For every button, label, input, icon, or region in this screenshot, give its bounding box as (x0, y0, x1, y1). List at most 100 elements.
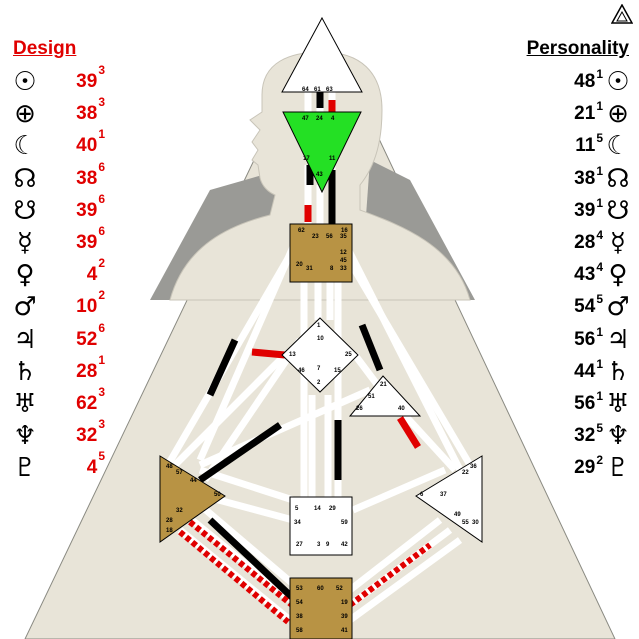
heart-center (348, 375, 422, 417)
saturn-icon: ♄ (13, 356, 37, 387)
design-line: 5 (98, 449, 105, 464)
gate-label: 45 (340, 258, 347, 264)
gate-label: 27 (296, 542, 303, 548)
gate-label: 25 (345, 352, 352, 358)
gate-label: 12 (340, 250, 347, 256)
ajna-center (282, 111, 362, 194)
venus-icon: ♀ (15, 260, 35, 291)
personality-line: 5 (596, 292, 603, 307)
design-gate: 28 (76, 360, 98, 382)
personality-gate: 29 (574, 457, 596, 479)
design-line: 3 (98, 63, 105, 77)
gate-label: 38 (296, 614, 303, 620)
saturn-icon: ♄ (606, 356, 630, 387)
gate-label: 34 (294, 520, 301, 526)
spleen-center (159, 455, 226, 543)
gate-label: 9 (326, 542, 330, 548)
design-gate: 52 (76, 328, 98, 350)
personality-gate: 44 (574, 360, 596, 382)
red-striped-channels (178, 519, 432, 625)
personality-line: 1 (596, 324, 603, 339)
design-gate: 4 (86, 264, 98, 286)
gate-label: 39 (341, 614, 348, 620)
gate-label: 47 (302, 116, 309, 122)
mercury-icon: ☿ (17, 228, 33, 258)
personality-line: 5 (596, 421, 603, 436)
design-gate: 39 (76, 232, 98, 253)
gate-label: 1 (317, 323, 321, 329)
g-center (281, 317, 359, 393)
design-line: 3 (98, 95, 105, 110)
personality-line: 1 (596, 389, 603, 403)
defined-red-channels (251, 100, 421, 449)
gate-label: 8 (330, 266, 334, 272)
defined-black-channels (198, 80, 384, 603)
gate-label: 15 (334, 368, 341, 374)
design-gate: 32 (76, 425, 98, 447)
earth-icon: ⊕ (14, 99, 36, 130)
north-node-icon: ☊ (606, 163, 630, 194)
gate-label: 22 (462, 470, 469, 476)
personality-line: 1 (596, 67, 603, 81)
south-node-icon: ☋ (13, 195, 37, 226)
gate-label: 29 (329, 506, 336, 512)
throat-center (289, 223, 353, 283)
gate-label: 63 (326, 87, 333, 93)
gate-label: 13 (289, 352, 296, 358)
gate-label: 35 (340, 234, 347, 240)
gate-label: 18 (166, 528, 173, 534)
gate-label: 50 (214, 492, 221, 498)
personality-line: 1 (596, 195, 603, 210)
moon-icon: ☾ (606, 131, 630, 162)
design-line: 1 (98, 352, 105, 367)
gate-label: 4 (331, 116, 335, 122)
gate-label: 62 (298, 228, 305, 234)
gate-label: 30 (472, 520, 479, 526)
earth-icon: ⊕ (607, 99, 629, 130)
moon-icon: ☾ (13, 131, 37, 162)
personality-line: 4 (596, 228, 603, 242)
neptune-icon: ♆ (13, 421, 37, 452)
gate-label: 58 (296, 628, 303, 634)
personality-gate: 28 (574, 232, 596, 253)
sacral-center (289, 496, 353, 556)
design-gate: 38 (76, 103, 98, 125)
head-center (281, 16, 363, 93)
gate-label: 6 (420, 492, 424, 498)
design-gate: 4 (86, 457, 98, 479)
gate-label: 59 (341, 520, 348, 526)
gate-label: 7 (317, 366, 321, 372)
design-gate: 62 (76, 393, 98, 414)
personality-gate: 56 (574, 393, 596, 414)
design-line: 3 (98, 417, 105, 432)
gate-label: 19 (341, 600, 348, 606)
personality-gate: 32 (574, 425, 596, 447)
gate-label: 40 (398, 406, 405, 412)
gate-label: 56 (326, 234, 333, 240)
gate-label: 10 (317, 336, 324, 342)
gate-label: 43 (316, 172, 323, 178)
gate-label: 33 (340, 266, 347, 272)
gate-label: 28 (166, 518, 173, 524)
north-node-icon: ☊ (13, 163, 37, 194)
